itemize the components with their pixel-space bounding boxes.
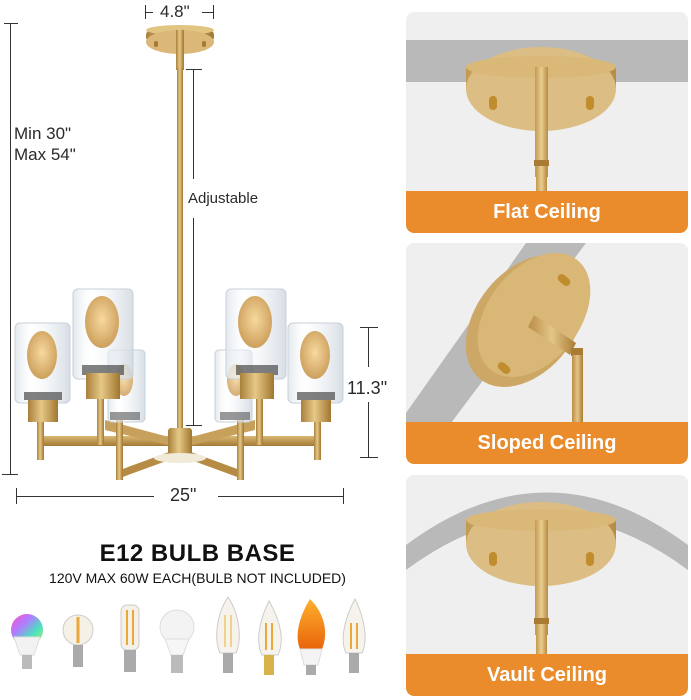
bent-tip-filament-bulb-icon: [342, 597, 366, 673]
height-min-label: Min 30": [14, 124, 72, 143]
led-globe-bulb-icon: [159, 609, 195, 673]
body-width-right-line: [218, 496, 343, 497]
sloped-ceiling-label: Sloped Ceiling: [406, 422, 688, 464]
canopy-dimension-right-tick: [213, 5, 214, 19]
bulb-base-title: E12 BULB BASE: [99, 540, 296, 567]
sloped-ceiling-mount-image: [406, 243, 591, 443]
mount-card-flat-ceiling: Flat Ceiling: [406, 12, 688, 233]
vault-ceiling-mount-image: [406, 492, 688, 664]
bulb-spec-subtitle: 120V MAX 60W EACH(BULB NOT INCLUDED): [49, 570, 346, 586]
body-height-upper-line: [368, 327, 369, 367]
vault-ceiling-label: Vault Ceiling: [406, 654, 688, 696]
height-dimension-line: [10, 23, 11, 474]
canopy-dimension-left-line: [145, 12, 153, 13]
rod-dimension-top-tick: [186, 69, 202, 70]
flat-ceiling-mount-image: [406, 40, 688, 206]
mount-card-vault-ceiling: Vault Ceiling: [406, 475, 688, 696]
rod-dimension-upper-line: [193, 69, 194, 179]
body-width-left-line: [16, 496, 154, 497]
body-height-lower-line: [368, 402, 369, 457]
chandelier-illustration: [14, 25, 344, 480]
tubular-filament-bulb-icon: [120, 604, 140, 672]
mount-options-panel: Flat Ceiling Sloped Ceiling: [406, 0, 688, 700]
flat-ceiling-label: Flat Ceiling: [406, 191, 688, 233]
body-height-bottom-tick: [360, 457, 378, 458]
flame-tip-filament-bulb-icon: [258, 599, 282, 675]
adjustable-rod-label: Adjustable: [188, 190, 259, 207]
height-dimension-bottom-tick: [2, 474, 18, 475]
body-width-label: 25": [170, 485, 197, 505]
candle-filament-bulb-icon: [216, 596, 240, 673]
mount-card-sloped-ceiling: Sloped Ceiling: [406, 243, 688, 464]
product-dimension-panel: 4.8" Min 30" Max 54" Adjustable 11.3" 25…: [2, 2, 388, 675]
canopy-width-label: 4.8": [160, 2, 190, 21]
compatible-bulbs-row: [11, 596, 366, 675]
height-dimension-top-tick: [4, 23, 18, 24]
body-width-right-tick: [343, 488, 344, 504]
globe-filament-bulb-icon: [62, 614, 94, 667]
rod-dimension-lower-line: [193, 218, 194, 425]
rgb-smart-bulb-icon: [11, 614, 43, 669]
flicker-flame-bulb-icon: [297, 599, 326, 675]
rod-dimension-bottom-tick: [186, 425, 202, 426]
body-height-top-tick: [360, 327, 378, 328]
canopy-dimension-right-line: [202, 12, 214, 13]
body-height-label: 11.3": [347, 378, 388, 398]
height-max-label: Max 54": [14, 145, 76, 164]
